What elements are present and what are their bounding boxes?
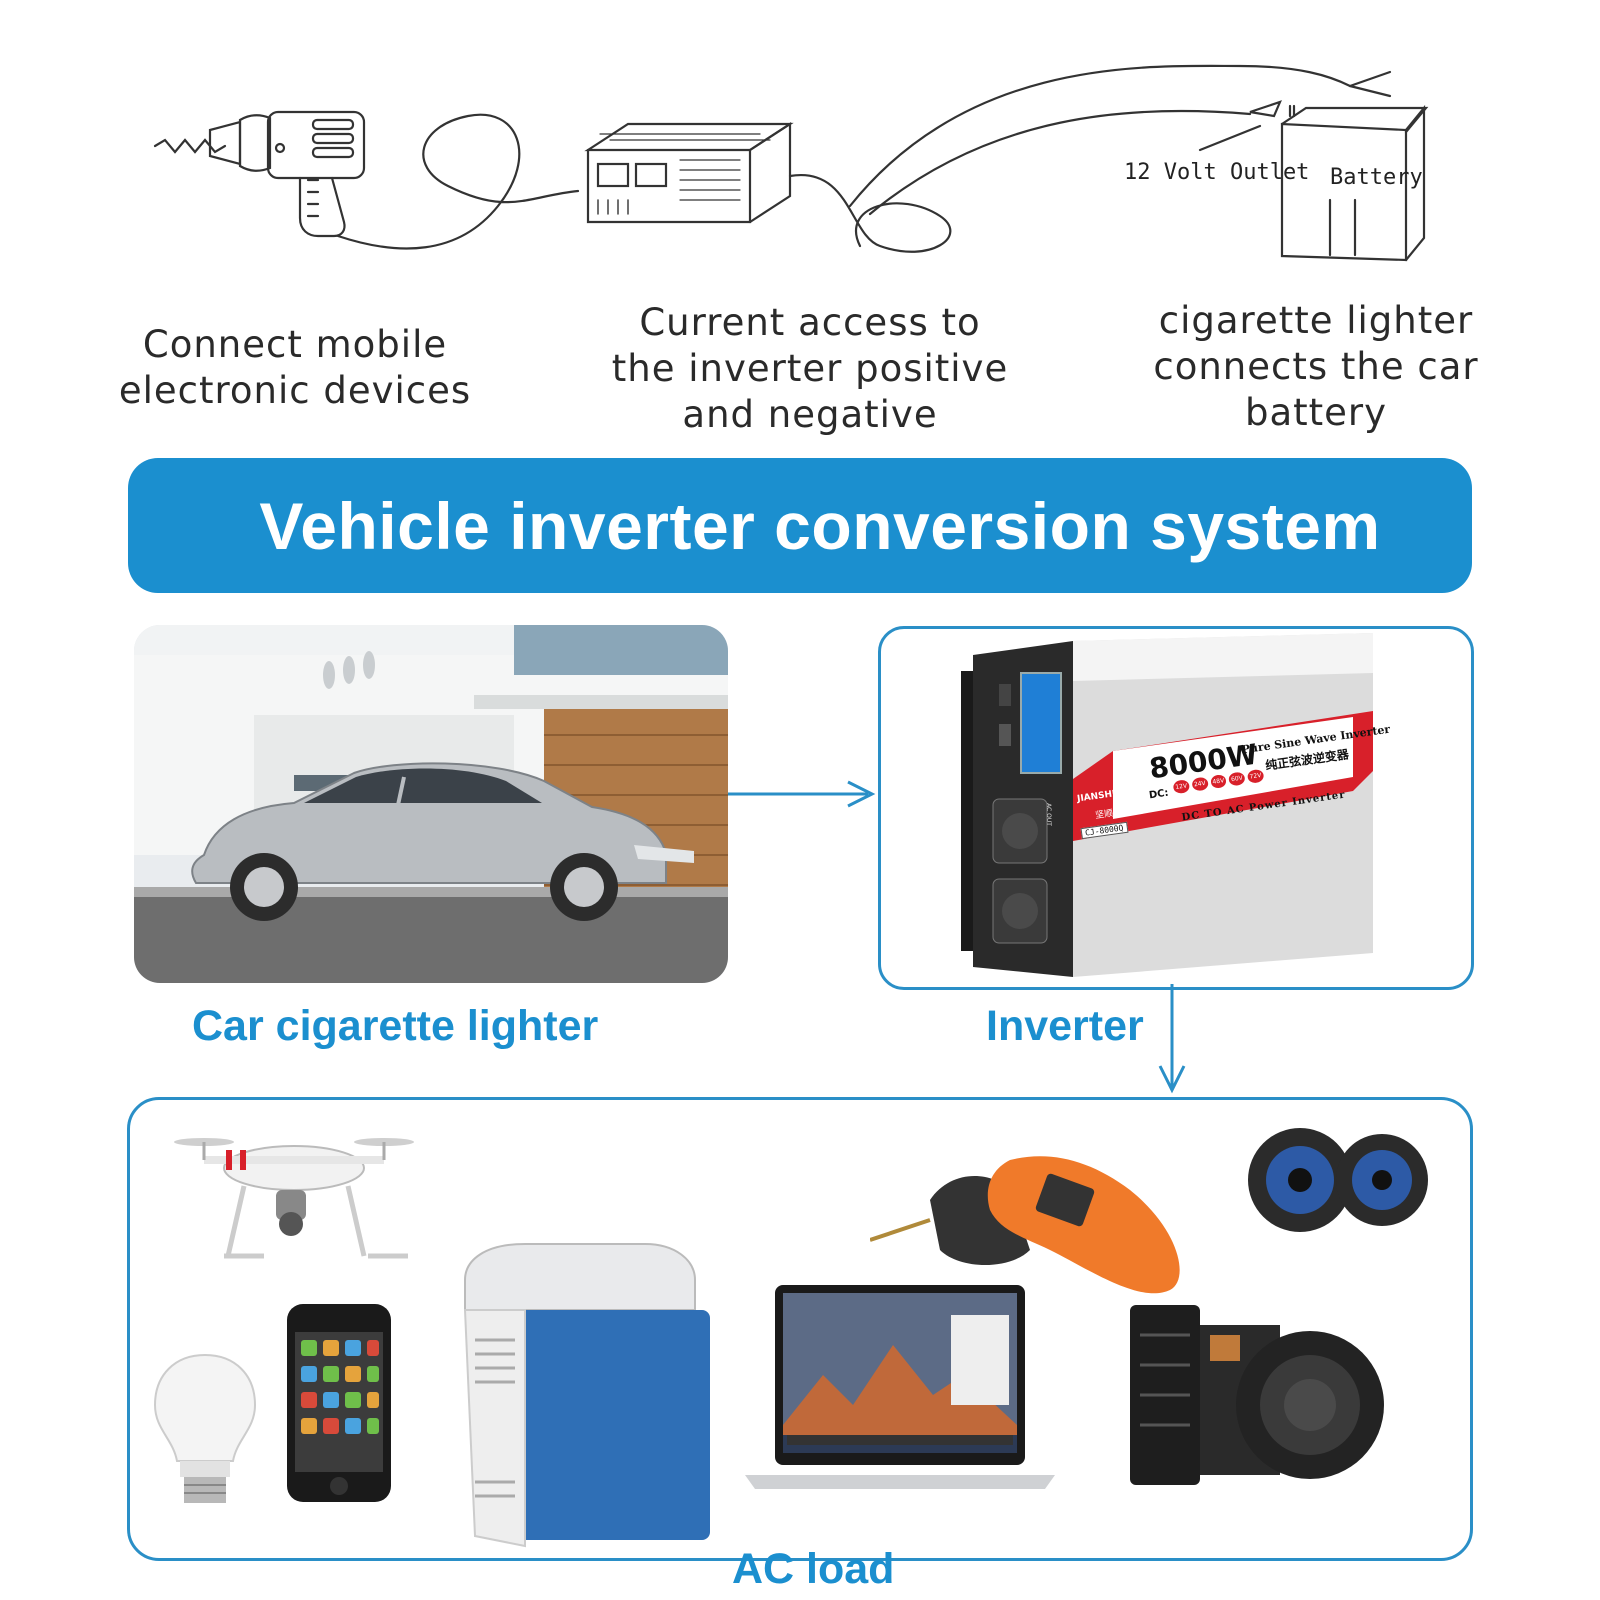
caption-center-line-1: Current access to xyxy=(639,301,981,344)
sketch-inverter-icon xyxy=(584,121,794,224)
voltage-badge: 24V xyxy=(1191,776,1209,792)
car-photo xyxy=(134,625,728,983)
caption-center-line-2: the inverter positive xyxy=(611,347,1009,390)
caption-center: Current access to the inverter positive … xyxy=(590,300,1030,438)
voltage-badge: 72V xyxy=(1246,768,1265,784)
voltage-badge: 12V xyxy=(1172,779,1190,795)
caption-right-line-2: connects the car xyxy=(1153,345,1479,388)
battery-label: Battery xyxy=(1330,165,1423,190)
drone-icon xyxy=(174,1138,414,1259)
outlet-label: 12 Volt Outlet xyxy=(1124,160,1310,185)
speakers-icon xyxy=(1248,1128,1428,1232)
caption-left-line-2: electronic devices xyxy=(118,369,472,412)
cooler-icon xyxy=(463,1243,710,1548)
caption-right-line-3: battery xyxy=(1244,391,1388,434)
sketch-drill-icon xyxy=(153,110,366,238)
sketch-battery-icon xyxy=(1280,104,1429,262)
caption-right: cigarette lighter connects the car batte… xyxy=(1126,298,1506,436)
inverter-brand-cn: 坚顺 xyxy=(1094,808,1114,822)
banner-title: Vehicle inverter conversion system xyxy=(259,488,1381,563)
inverter-label: Inverter xyxy=(986,1002,1144,1050)
camera-icon xyxy=(1130,1305,1384,1485)
caption-center-line-3: and negative xyxy=(682,393,938,436)
load-label: AC load xyxy=(732,1545,895,1593)
wiring-sketch: 12 Volt Outlet Battery Connect mobile el… xyxy=(0,0,1600,440)
arrow-to-inverter xyxy=(728,780,876,808)
source-label: Car cigarette lighter xyxy=(192,1002,599,1050)
laptop-icon xyxy=(745,1285,1055,1489)
bulb-icon xyxy=(153,1353,257,1503)
ac-load-panel xyxy=(127,1097,1473,1561)
title-banner: Vehicle inverter conversion system xyxy=(128,458,1472,593)
phone-icon xyxy=(287,1304,391,1502)
caption-left: Connect mobile electronic devices xyxy=(110,322,480,414)
voltage-badge: 48V xyxy=(1209,773,1228,790)
caption-left-line-1: Connect mobile xyxy=(142,323,448,366)
voltage-badge: 60V xyxy=(1228,771,1246,787)
inverter-outlet-label: AC OUT xyxy=(1044,803,1052,826)
inverter-photo: 8000W Pure Sine Wave Inverter 纯正弦波逆变器 DC… xyxy=(878,626,1474,990)
drill-icon xyxy=(870,1156,1180,1294)
arrow-to-load xyxy=(1158,984,1186,1094)
caption-right-line-1: cigarette lighter xyxy=(1158,299,1474,342)
